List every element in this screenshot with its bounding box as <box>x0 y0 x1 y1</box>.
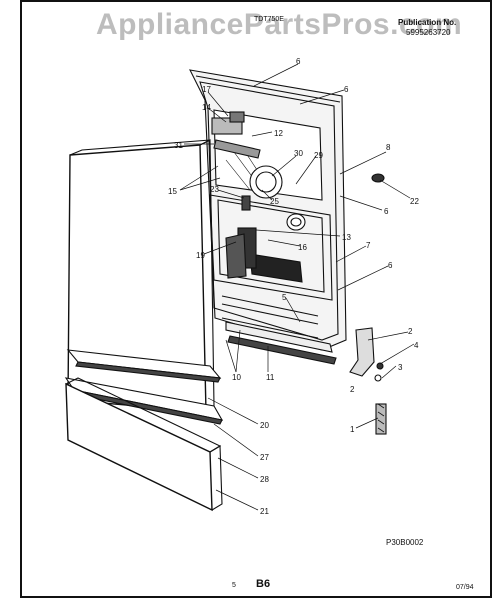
footer-page: 5 <box>232 582 236 589</box>
callout-10: 10 <box>232 373 241 382</box>
callout-6: 6 <box>296 57 301 66</box>
callout-6: 6 <box>388 261 393 270</box>
callout-14: 14 <box>202 103 211 112</box>
publication-number: 5995263720 <box>406 28 451 37</box>
callout-23: 23 <box>210 185 219 194</box>
door-spring <box>375 403 387 435</box>
callout-5: 5 <box>282 293 287 302</box>
callout-11: 11 <box>266 373 275 382</box>
diagram-code: P30B0002 <box>386 538 424 547</box>
callout-8: 8 <box>386 143 391 152</box>
publication-label: Publication No. <box>398 18 457 27</box>
model-number: TDT750E <box>254 16 284 23</box>
callout-3: 3 <box>398 363 403 372</box>
callout-16: 16 <box>298 243 307 252</box>
callout-2: 2 <box>350 385 355 394</box>
callout-20: 20 <box>260 421 269 430</box>
callout-28: 28 <box>260 475 269 484</box>
callout-29: 29 <box>314 151 323 160</box>
callout-27: 27 <box>260 453 269 462</box>
callout-12: 12 <box>274 129 283 138</box>
callout-21: 21 <box>260 507 269 516</box>
watermark-text: AppliancePartsPros.com <box>96 8 463 41</box>
callout-31: 31 <box>174 141 183 150</box>
callout-6: 6 <box>344 85 349 94</box>
callout-25: 25 <box>270 197 279 206</box>
callout-22: 22 <box>410 197 419 206</box>
callout-1: 1 <box>350 425 355 434</box>
callout-13: 13 <box>342 233 351 242</box>
footer-date: 07/94 <box>456 584 474 591</box>
callout-19: 19 <box>196 251 205 260</box>
spring-clip <box>349 327 375 377</box>
footer-section: B6 <box>256 578 271 590</box>
door-seal-strip <box>225 321 333 353</box>
callout-2: 2 <box>408 327 413 336</box>
callout-30: 30 <box>294 149 303 158</box>
callout-15: 15 <box>168 187 177 196</box>
dispenser-cup <box>249 165 283 199</box>
callout-4: 4 <box>414 341 419 350</box>
callout-7: 7 <box>366 241 371 250</box>
rinse-aid-cap <box>286 213 306 231</box>
callout-6: 6 <box>384 207 389 216</box>
callout-17: 17 <box>202 85 211 94</box>
